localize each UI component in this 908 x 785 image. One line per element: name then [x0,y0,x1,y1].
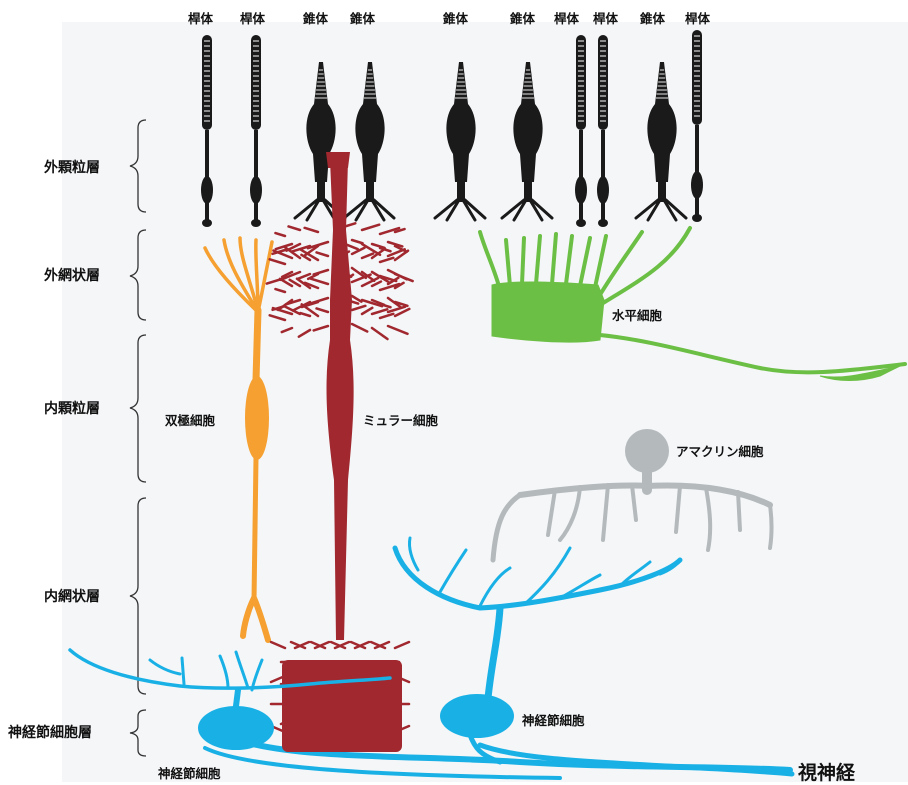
photoreceptor-label-8: 桿体 [593,8,618,27]
brace-inner-plexiform [130,498,146,694]
layer-label-inner-plexiform: 内網状層 [44,586,100,606]
cone-cell-4 [344,62,394,220]
layer-braces [130,120,146,756]
horizontal-cell [480,228,905,381]
cone-cell-9 [636,62,686,220]
bipolar-cell [205,238,272,640]
brace-outer-plexiform [130,230,146,320]
muller-cell-label: ミュラー細胞 [363,410,438,429]
brace-outer-nuclear [130,120,146,212]
photoreceptor-label-6: 錐体 [510,8,535,27]
photoreceptor-label-1: 桿体 [188,8,213,27]
rod-cell-8 [597,35,609,227]
photoreceptor-row [201,30,703,227]
brace-inner-nuclear [130,335,146,482]
cone-cell-5 [435,62,485,220]
ganglion-cell-label-right: 神経節細胞 [522,710,585,729]
layer-label-inner-nuclear: 内顆粒層 [44,398,100,418]
photoreceptor-label-3: 錐体 [303,8,328,27]
horizontal-cell-label: 水平細胞 [612,305,662,324]
photoreceptor-label-7: 桿体 [554,8,579,27]
cone-cell-6 [502,62,552,220]
rod-cell-2 [250,35,262,227]
rod-cell-7 [575,35,587,227]
amacrine-cell-label: アマクリン細胞 [676,441,764,460]
muller-cell [267,152,413,752]
optic-nerve-label: 視神経 [798,758,855,785]
photoreceptor-label-2: 桿体 [240,8,265,27]
ganglion-cell-label-left: 神経節細胞 [158,763,221,782]
photoreceptor-label-10: 桿体 [685,8,710,27]
layer-label-ganglion-cell: 神経節細胞層 [8,722,92,742]
brace-ganglion [130,710,146,756]
rod-cell-1 [201,35,213,227]
rod-cell-10 [691,30,703,222]
photoreceptor-label-5: 錐体 [443,8,468,27]
photoreceptor-label-9: 錐体 [640,8,665,27]
layer-label-outer-plexiform: 外網状層 [44,265,100,285]
layer-label-outer-nuclear: 外顆粒層 [44,157,100,177]
bipolar-cell-label: 双極細胞 [165,410,215,429]
photoreceptor-label-4: 錐体 [350,8,375,27]
